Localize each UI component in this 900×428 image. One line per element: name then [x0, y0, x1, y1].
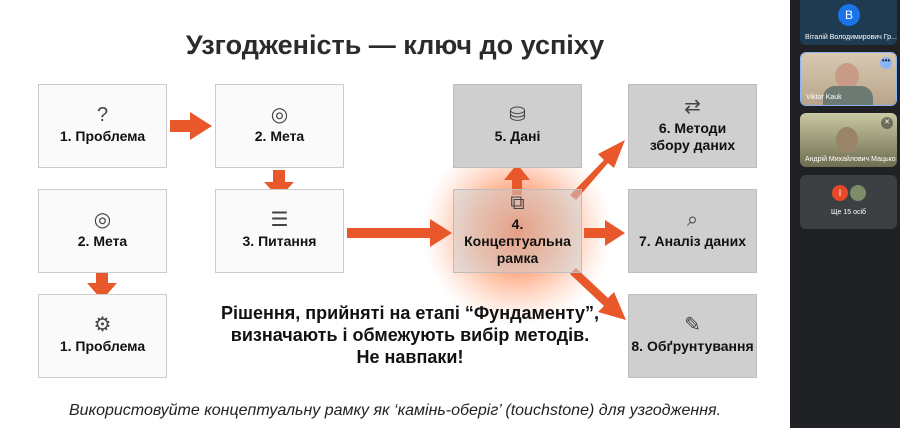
target-icon: ◎	[270, 104, 289, 126]
avatar: І	[832, 185, 848, 201]
arrow-upright	[570, 140, 625, 200]
box-label: 7. Аналіз даних	[638, 233, 747, 249]
person-body	[823, 86, 873, 105]
box-label: 1. Проблема	[59, 128, 146, 144]
key-message: Рішення, прийняті на етапі “Фундаменту”,…	[190, 302, 630, 368]
arrow-up	[504, 164, 530, 195]
box-label: 8. Обґрунтування	[631, 338, 754, 354]
arrow-down	[87, 265, 117, 300]
participant-name: Віталій Володимирович Гр...	[805, 34, 897, 41]
box-label: 4. Концептуальна рамка	[464, 216, 571, 266]
box-questions: ☰ 3. Питання	[215, 189, 344, 273]
arrow-downright	[570, 268, 626, 320]
message-line: Рішення, прийняті на етапі “Фундаменту”,	[221, 303, 599, 323]
box-label: 2. Мета	[77, 233, 128, 249]
box-analysis: ⌕ 7. Аналіз даних	[628, 189, 757, 273]
message-line: визначають і обмежують вибір методів.	[230, 325, 590, 345]
box-label: 2. Мета	[254, 128, 305, 144]
avatar: В	[838, 4, 860, 26]
question-icon: ?	[96, 104, 109, 126]
box-goal: ◎ 2. Мета	[38, 189, 167, 273]
arrow-right	[584, 220, 625, 246]
box-data: ⛁ 5. Дані	[453, 84, 582, 168]
arrow-right	[170, 112, 212, 140]
document-edit-icon: ✎	[684, 314, 701, 336]
box-framework: ⧉4. Концептуальна рамка	[453, 189, 582, 273]
box-label: 5. Дані	[494, 128, 541, 144]
participant-name: Андрій Михайлович Мацько	[805, 156, 896, 163]
presentation-slide: Узгодженість — ключ до успіху ? 1. Пробле…	[0, 0, 790, 428]
analytics-icon: ⌕	[686, 209, 699, 231]
mic-off-icon: ✕	[881, 117, 893, 129]
participant-tile[interactable]: В Віталій Володимирович Гр...	[800, 0, 897, 45]
box-label: 3. Питання	[242, 233, 317, 249]
box-label: 6. Методи збору даних	[649, 119, 736, 153]
box-label: 1. Проблема	[59, 338, 146, 354]
person-head	[835, 63, 859, 89]
box-justification: ✎ 8. Обґрунтування	[628, 294, 757, 378]
gear-brain-icon: ⚙	[93, 314, 112, 336]
box-problem: ? 1. Проблема	[38, 84, 167, 168]
more-participants-label: Ще 15 осіб	[830, 209, 867, 216]
message-line: Не навпаки!	[356, 347, 464, 367]
participant-name: Viktor Kauk	[806, 94, 842, 101]
participant-tile[interactable]: ••• Viktor Kauk	[800, 52, 897, 106]
hierarchy-icon: ⧉	[510, 192, 525, 214]
arrow-right	[347, 219, 452, 247]
more-options-icon[interactable]: •••	[880, 57, 892, 69]
arrow-down	[264, 170, 294, 198]
slide-footer: Використовуйте концептуальну рамку як ‘к…	[68, 402, 722, 419]
list-icon: ☰	[270, 209, 289, 231]
slide-title: Узгодженість — ключ до успіху	[185, 30, 605, 60]
target-icon: ◎	[93, 209, 112, 231]
person-head	[836, 127, 858, 153]
box-problem: ⚙ 1. Проблема	[38, 294, 167, 378]
avatar	[850, 185, 866, 201]
box-methods: ⇄6. Методи збору даних	[628, 84, 757, 168]
more-participants-tile[interactable]: І Ще 15 осіб	[800, 175, 897, 229]
people-exchange-icon: ⇄	[684, 95, 701, 118]
database-icon: ⛁	[509, 104, 526, 126]
box-goal: ◎ 2. Мета	[215, 84, 344, 168]
participant-tile[interactable]: ✕ Андрій Михайлович Мацько	[800, 113, 897, 167]
